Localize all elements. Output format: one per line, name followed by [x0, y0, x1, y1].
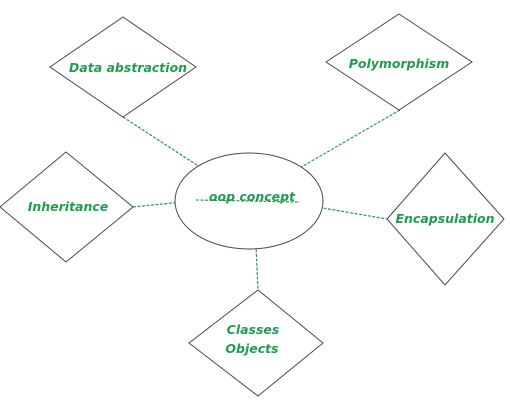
node-data-abstraction-label: Data abstraction [69, 60, 187, 75]
node-polymorphism: Polymorphism [325, 13, 473, 111]
node-classes-objects-label-line2: Objects [225, 341, 278, 356]
node-inheritance: Inheritance [0, 151, 134, 263]
node-classes-objects-shape [188, 289, 324, 397]
center-node-label: oop concept [209, 189, 296, 204]
node-encapsulation-label: Encapsulation [395, 211, 494, 226]
node-polymorphism-label: Polymorphism [349, 56, 450, 71]
node-encapsulation: Encapsulation [386, 152, 505, 286]
node-inheritance-label: Inheritance [28, 199, 109, 214]
center-node-shape [174, 152, 324, 250]
node-inheritance-shape [0, 151, 134, 263]
node-encapsulation-shape [386, 152, 505, 286]
node-data-abstraction-shape [49, 16, 197, 118]
node-classes-objects-label-line1: Classes [227, 322, 280, 337]
node-data-abstraction: Data abstraction [49, 16, 197, 118]
connector-encapsulation [287, 201, 388, 220]
center-node: oop concept [174, 152, 324, 250]
center-node-underline [195, 199, 301, 203]
node-polymorphism-shape [325, 13, 473, 111]
node-classes-objects: Classes Objects [188, 289, 324, 397]
